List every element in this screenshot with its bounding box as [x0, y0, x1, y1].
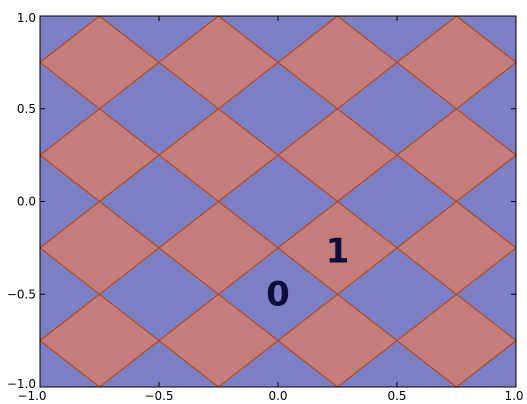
x-tick-label: 1.0	[504, 389, 523, 403]
x-tick-label: 0.0	[268, 389, 287, 403]
x-axis-ticks: −1.0 −0.5 0.0 0.5 1.0	[17, 16, 524, 403]
y-tick-label: −1.0	[7, 377, 36, 391]
x-tick-label: −0.5	[144, 389, 173, 403]
class-annotation: 1	[326, 232, 350, 272]
class-annotations: 01	[266, 232, 349, 315]
x-tick-label: 0.5	[387, 389, 406, 403]
y-tick-label: 0.5	[17, 102, 36, 116]
y-tick-label: −0.5	[7, 287, 36, 301]
class-annotation: 0	[266, 274, 290, 314]
y-axis-ticks: −1.0 −0.5 0.0 0.5 1.0	[7, 11, 516, 391]
y-tick-label: 1.0	[17, 11, 36, 25]
y-tick-label: 0.0	[17, 195, 36, 209]
x-tick-label: −1.0	[17, 389, 46, 403]
class-1-regions	[39, 15, 517, 388]
